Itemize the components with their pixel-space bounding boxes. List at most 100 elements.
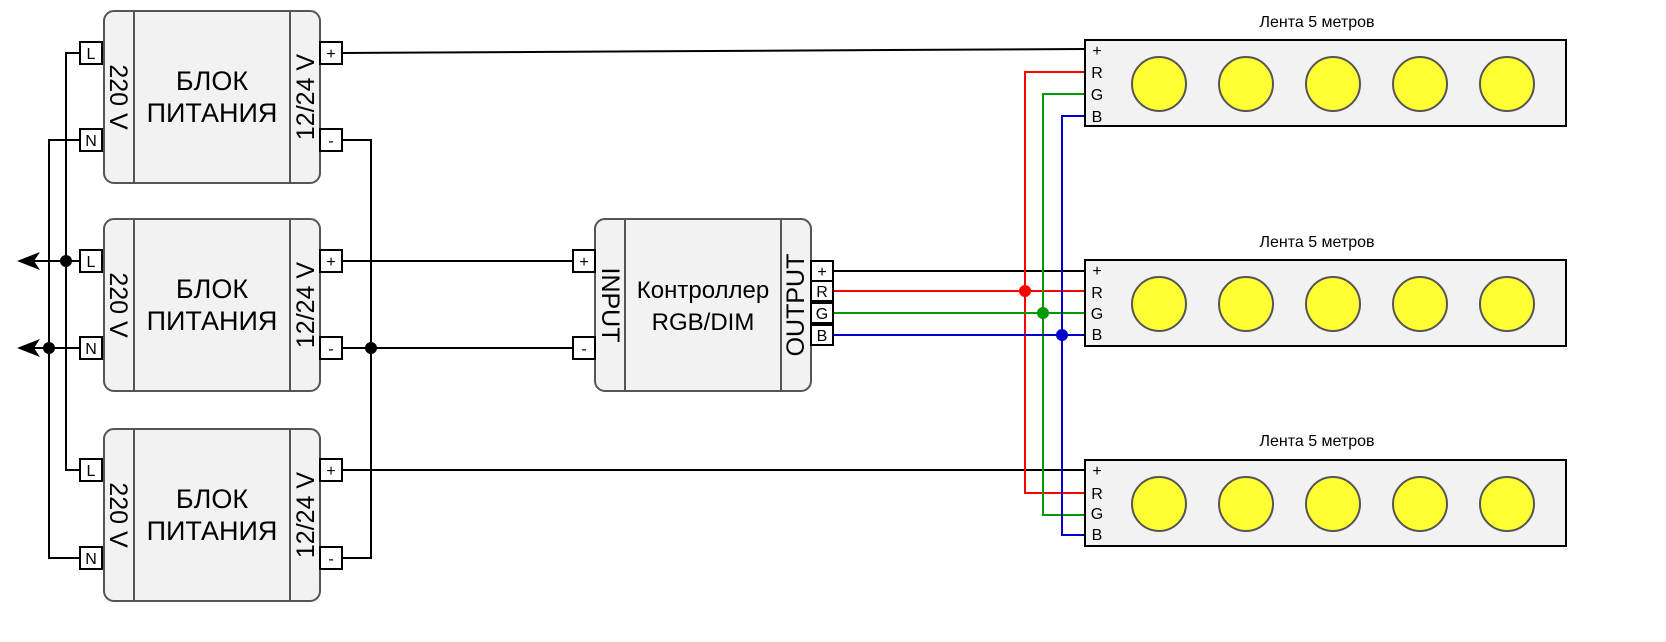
terminal-plus-label: + bbox=[326, 46, 335, 63]
blue-wiring bbox=[833, 115, 1085, 536]
controller-output-label: OUTPUT bbox=[782, 254, 810, 357]
terminal-l-label: L bbox=[87, 254, 96, 271]
terminal-l-label: L bbox=[87, 463, 96, 480]
strip-term-g: G bbox=[1091, 506, 1103, 523]
power-supply-3: БЛОК ПИТАНИЯ 220 V 12/24 V L N + - bbox=[79, 428, 343, 602]
terminal-plus-label: + bbox=[326, 254, 335, 271]
controller-input-label: INPUT bbox=[596, 268, 624, 343]
terminal-n-label: N bbox=[85, 551, 97, 568]
strip-term-plus: + bbox=[1092, 43, 1101, 60]
controller-out-r-label: R bbox=[816, 284, 828, 301]
terminal-plus-label: + bbox=[326, 463, 335, 480]
terminal-minus bbox=[319, 336, 343, 360]
controller-out-plus-label: + bbox=[817, 264, 826, 281]
led-icon bbox=[1479, 476, 1535, 532]
terminal-minus-label: - bbox=[328, 341, 333, 358]
controller-out-g-label: G bbox=[816, 306, 828, 323]
led-icon bbox=[1131, 476, 1187, 532]
red-riser-wire bbox=[1024, 71, 1085, 494]
led-icon bbox=[1131, 56, 1187, 112]
l-junction-dot bbox=[60, 255, 72, 267]
red-wiring bbox=[833, 71, 1085, 494]
blue-riser-wire bbox=[1061, 115, 1085, 536]
mains-l-arrow-icon bbox=[17, 252, 40, 270]
terminal-n-label: N bbox=[85, 341, 97, 358]
terminal-plus bbox=[319, 249, 343, 273]
n-junction-dot bbox=[43, 342, 55, 354]
led-icon bbox=[1392, 56, 1448, 112]
led-icon bbox=[1218, 56, 1274, 112]
led-strip-2: Лента 5 метров + R G B bbox=[1084, 234, 1567, 347]
strip-term-r: R bbox=[1091, 486, 1103, 503]
terminal-n bbox=[79, 128, 103, 152]
controller-out-g bbox=[810, 302, 834, 324]
strip-caption: Лента 5 метров bbox=[1259, 234, 1374, 251]
psu-title-line2: ПИТАНИЯ bbox=[147, 306, 278, 336]
psu-input-label: 220 V bbox=[104, 482, 132, 548]
led-icon bbox=[1479, 276, 1535, 332]
led-icon bbox=[1218, 276, 1274, 332]
psu-title-line1: БЛОК bbox=[176, 274, 248, 304]
controller-out-b-label: B bbox=[817, 328, 828, 345]
terminal-plus bbox=[319, 41, 343, 65]
psu-title-line2: ПИТАНИЯ bbox=[147, 516, 278, 546]
psu-output-label: 12/24 V bbox=[292, 262, 320, 349]
psu-input-label: 220 V bbox=[104, 64, 132, 130]
terminal-n bbox=[79, 336, 103, 360]
psu-body bbox=[103, 10, 321, 184]
led-icon bbox=[1479, 56, 1535, 112]
strip-term-b: B bbox=[1092, 327, 1103, 344]
strip-term-b: B bbox=[1092, 109, 1103, 126]
psu-input-label: 220 V bbox=[104, 272, 132, 338]
terminal-n bbox=[79, 546, 103, 570]
strip-caption: Лента 5 метров bbox=[1259, 14, 1374, 31]
terminal-minus-label: - bbox=[328, 133, 333, 150]
controller-input-minus bbox=[572, 336, 596, 360]
controller-title-line2: RGB/DIM bbox=[652, 309, 755, 336]
led-icon bbox=[1305, 56, 1361, 112]
green-wiring bbox=[833, 93, 1085, 516]
terminal-plus bbox=[319, 458, 343, 482]
led-icon bbox=[1392, 276, 1448, 332]
psu-title-line1: БЛОК bbox=[176, 66, 248, 96]
psu-output-label: 12/24 V bbox=[292, 54, 320, 141]
psu-body bbox=[103, 428, 321, 602]
terminal-minus bbox=[319, 128, 343, 152]
led-icon bbox=[1305, 476, 1361, 532]
psu-output-label: 12/24 V bbox=[292, 472, 320, 559]
strip-term-plus: + bbox=[1092, 263, 1101, 280]
controller-input-plus-label: + bbox=[579, 254, 588, 271]
green-junction-dot bbox=[1037, 307, 1049, 319]
terminal-n-label: N bbox=[85, 133, 97, 150]
power-supply-1: БЛОК ПИТАНИЯ 220 V 12/24 V L N + - bbox=[79, 10, 343, 184]
psu-title-line2: ПИТАНИЯ bbox=[147, 98, 278, 128]
psu1-plus-wire bbox=[341, 48, 1086, 54]
strip-term-b: B bbox=[1092, 527, 1103, 544]
strip-term-g: G bbox=[1091, 306, 1103, 323]
strip-term-r: R bbox=[1091, 65, 1103, 82]
minus-junction-dot bbox=[365, 342, 377, 354]
strip-term-g: G bbox=[1091, 87, 1103, 104]
led-strip-3: Лента 5 метров + R G B bbox=[1084, 433, 1567, 547]
terminal-minus-label: - bbox=[328, 551, 333, 568]
controller-input-plus bbox=[572, 249, 596, 273]
blue-junction-dot bbox=[1056, 329, 1068, 341]
strip-term-plus: + bbox=[1092, 463, 1101, 480]
controller-title-line1: Контроллер bbox=[637, 277, 769, 304]
mains-n-arrow-icon bbox=[17, 339, 40, 357]
controller-out-r bbox=[810, 280, 834, 302]
mains-wiring bbox=[26, 52, 80, 559]
strip-term-r: R bbox=[1091, 285, 1103, 302]
strip-caption: Лента 5 метров bbox=[1259, 433, 1374, 450]
terminal-l bbox=[79, 249, 103, 273]
terminal-l-label: L bbox=[87, 46, 96, 63]
terminal-l bbox=[79, 458, 103, 482]
rgb-controller: Контроллер RGB/DIM INPUT OUTPUT + - + R … bbox=[572, 218, 834, 392]
power-supply-2: БЛОК ПИТАНИЯ 220 V 12/24 V L N + - bbox=[79, 218, 343, 392]
led-icon bbox=[1218, 476, 1274, 532]
controller-out-b bbox=[810, 324, 834, 346]
controller-body bbox=[594, 218, 812, 392]
led-icon bbox=[1392, 476, 1448, 532]
psu-title-line1: БЛОК bbox=[176, 484, 248, 514]
terminal-minus bbox=[319, 546, 343, 570]
